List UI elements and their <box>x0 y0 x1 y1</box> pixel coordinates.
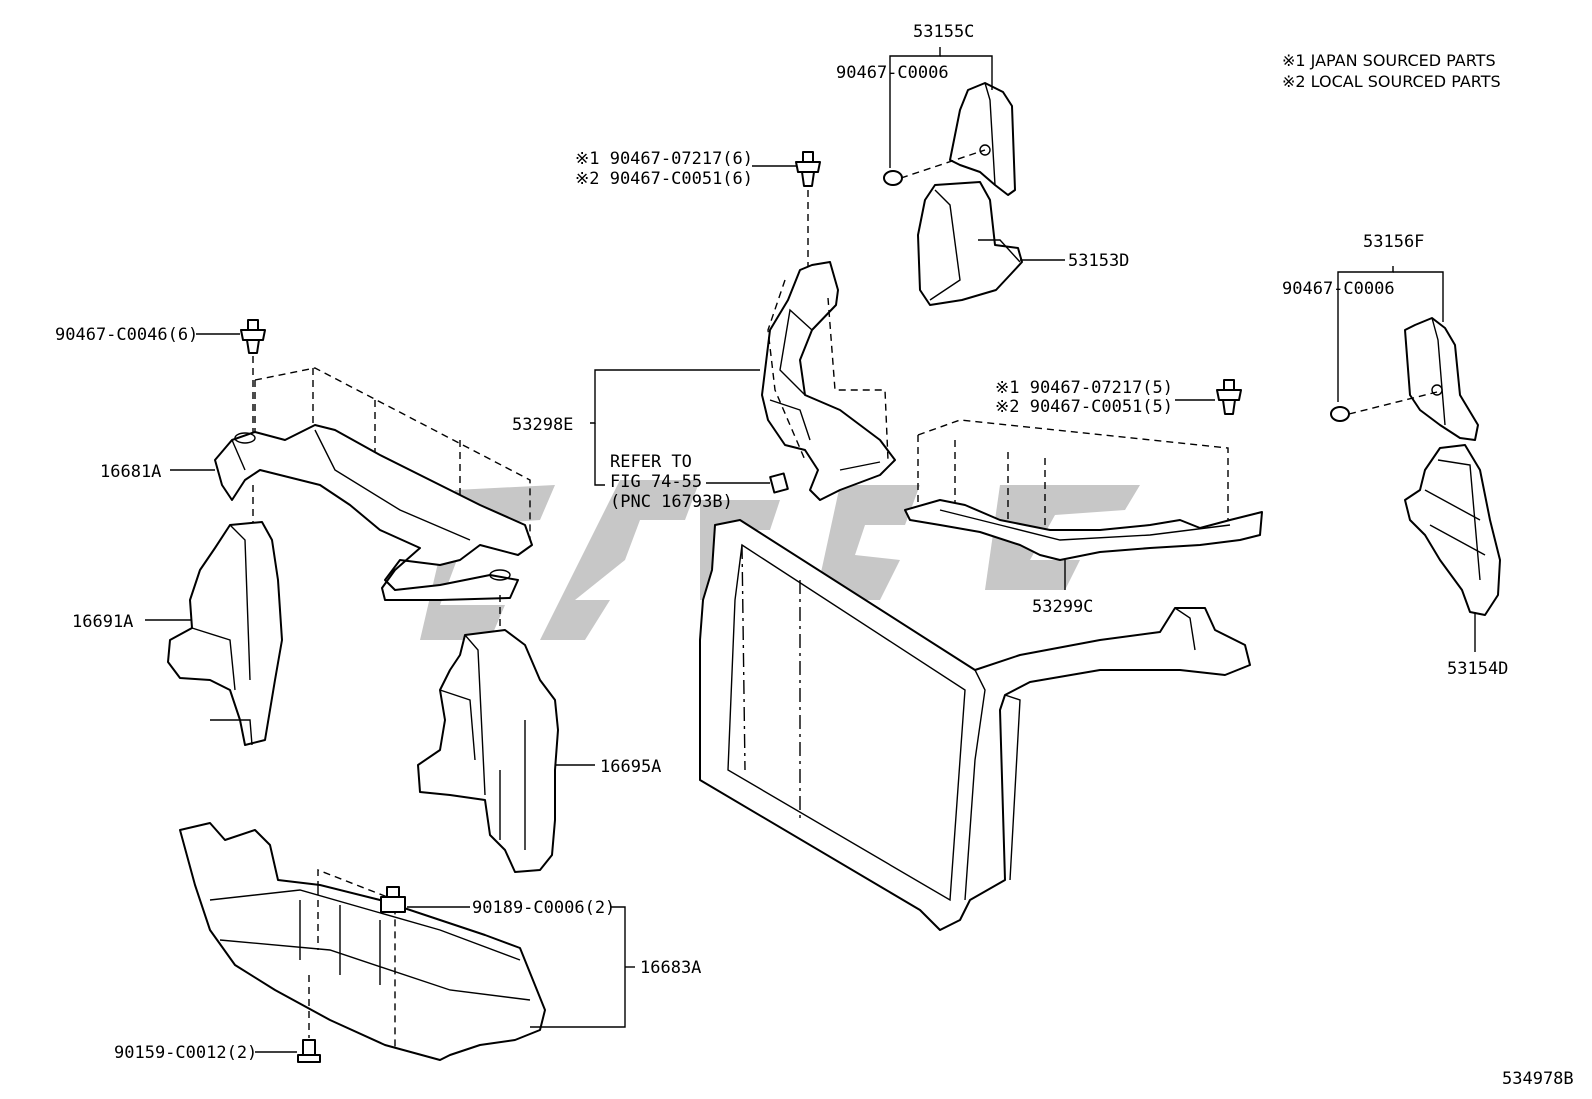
refer-line-1: REFER TO <box>610 452 692 472</box>
part-53154D-shape <box>1404 444 1501 616</box>
part-53156F-group <box>1330 266 1479 441</box>
label-90467-07217-5: ※1 90467-07217(5) <box>995 378 1173 398</box>
part-16691A-group <box>145 521 283 746</box>
part-16683A-shape <box>179 822 546 1061</box>
part-53155C-group <box>883 47 1065 306</box>
label-90467-C0046-6: 90467-C0046(6) <box>55 325 198 345</box>
part-53298E-shape <box>761 261 896 501</box>
label-53156F: 53156F <box>1363 232 1424 252</box>
label-16695A: 16695A <box>600 757 661 777</box>
part-16681A-group <box>170 367 533 640</box>
label-16691A: 16691A <box>72 612 133 632</box>
label-53299C: 53299C <box>1032 597 1093 617</box>
note-local-sourced: ※2 LOCAL SOURCED PARTS <box>1282 72 1501 91</box>
label-90189-C0006-2: 90189-C0006(2) <box>472 898 615 918</box>
label-90467-07217-6: ※1 90467-07217(6) <box>575 149 753 169</box>
part-16695A-shape <box>417 629 559 873</box>
part-53298E-group <box>590 261 896 501</box>
label-53154D: 53154D <box>1447 659 1508 679</box>
part-53155C-shape <box>949 82 1016 196</box>
label-90467-C0051-5: ※2 90467-C0051(5) <box>995 397 1173 417</box>
label-53155C: 53155C <box>913 22 974 42</box>
note-japan-sourced: ※1 JAPAN SOURCED PARTS <box>1282 51 1496 70</box>
part-16681A-shape <box>214 424 533 601</box>
clip-90467-C0046-6 <box>196 319 266 435</box>
part-53299C-group <box>904 419 1263 590</box>
part-53299C-shape <box>904 499 1263 561</box>
clip-90189-C0006 <box>380 896 406 913</box>
label-53298E: 53298E <box>512 415 573 435</box>
refer-line-2: FIG 74-55 <box>610 472 702 492</box>
radiator-support-shape <box>699 519 1251 931</box>
label-53153D: 53153D <box>1068 251 1129 271</box>
label-90467-C0006-top: 90467-C0006 <box>836 63 949 83</box>
label-90467-C0006-right: 90467-C0006 <box>1282 279 1395 299</box>
part-53153D-shape <box>917 181 1023 306</box>
part-16691A-shape <box>167 521 283 746</box>
part-16683A-group <box>179 822 635 1063</box>
clip-90467-C0006-right <box>1330 406 1350 422</box>
part-53154D-group <box>1404 444 1501 652</box>
radiator-support-frame <box>699 519 1251 931</box>
label-16683A: 16683A <box>640 958 701 978</box>
figure-number: 534978B <box>1502 1069 1574 1089</box>
clip-90467-C0006-top <box>883 170 903 186</box>
refer-line-3: (PNC 16793B) <box>610 492 733 512</box>
label-90159-C0012-2: 90159-C0012(2) <box>114 1043 257 1063</box>
screw-90159-C0012 <box>302 1039 316 1056</box>
label-16681A: 16681A <box>100 462 161 482</box>
clip-90467-07217-6 <box>752 151 821 290</box>
label-90467-C0051-6: ※2 90467-C0051(6) <box>575 169 753 189</box>
part-16695A-group <box>417 629 595 873</box>
clip-90467-07217-5 <box>1175 379 1242 415</box>
